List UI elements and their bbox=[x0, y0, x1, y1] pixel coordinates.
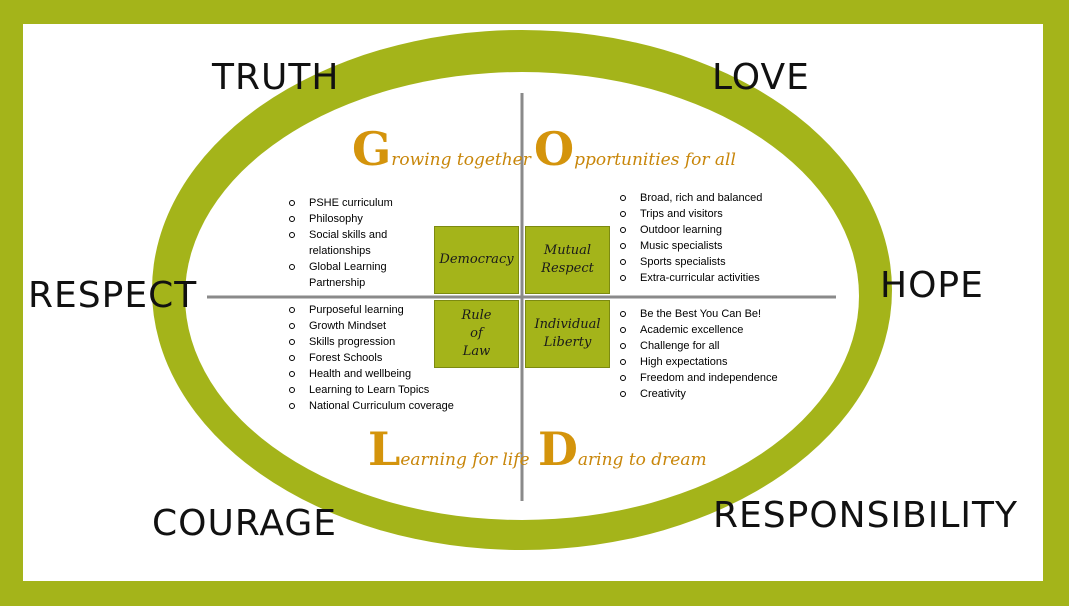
list-item: Philosophy bbox=[286, 211, 426, 227]
title-growing-together: G rowing together bbox=[352, 126, 531, 172]
title-text: earning for life bbox=[400, 450, 530, 470]
list-item: Trips and visitors bbox=[617, 206, 817, 222]
list-item: High expectations bbox=[617, 354, 817, 370]
list-item: Skills progression bbox=[286, 334, 486, 350]
list-item: Global Learning Partnership bbox=[286, 259, 426, 291]
value-respect: RESPECT bbox=[28, 275, 198, 316]
list-item: Outdoor learning bbox=[617, 222, 817, 238]
list-item: Forest Schools bbox=[286, 350, 486, 366]
box-label-line: Respect bbox=[541, 261, 594, 276]
title-initial: O bbox=[534, 122, 575, 176]
title-text: rowing together bbox=[391, 150, 531, 170]
value-love: LOVE bbox=[712, 57, 810, 98]
value-responsibility: RESPONSIBILITY bbox=[713, 495, 1019, 536]
value-courage: COURAGE bbox=[152, 503, 338, 544]
box-mutual-respect: Mutual Respect bbox=[525, 226, 610, 294]
box-label-line: of bbox=[470, 326, 483, 341]
list-item: PSHE curriculum bbox=[286, 195, 426, 211]
box-individual-liberty: Individual Liberty bbox=[525, 300, 610, 368]
box-rule-of-law: Rule of Law bbox=[434, 300, 519, 368]
title-text: aring to dream bbox=[577, 450, 707, 470]
value-hope: HOPE bbox=[880, 265, 984, 306]
list-item: Music specialists bbox=[617, 238, 817, 254]
list-item: Growth Mindset bbox=[286, 318, 486, 334]
list-item: Learning to Learn Topics bbox=[286, 382, 486, 398]
list-item: Be the Best You Can Be! bbox=[617, 306, 817, 322]
box-democracy: Democracy bbox=[434, 226, 519, 294]
title-daring-to-dream: D aring to dream bbox=[538, 426, 707, 472]
list-item: Social skills and relationships bbox=[286, 227, 426, 259]
box-label-line: Rule bbox=[461, 308, 492, 323]
list-item: Purposeful learning bbox=[286, 302, 486, 318]
list-item: Extra-curricular activities bbox=[617, 270, 817, 286]
box-label-line: Individual bbox=[534, 317, 601, 332]
title-text: pportunities for all bbox=[574, 150, 736, 170]
box-label-line: Mutual bbox=[543, 243, 592, 258]
list-item: Broad, rich and balanced bbox=[617, 190, 817, 206]
list-item: National Curriculum coverage bbox=[286, 398, 486, 414]
box-label: Democracy bbox=[439, 252, 514, 267]
list-item: Health and wellbeing bbox=[286, 366, 486, 382]
title-initial: D bbox=[538, 422, 578, 476]
list-item: Freedom and independence bbox=[617, 370, 817, 386]
list-item: Creativity bbox=[617, 386, 817, 402]
list-item: Challenge for all bbox=[617, 338, 817, 354]
title-initial: L bbox=[368, 422, 401, 476]
title-learning-for-life: L earning for life bbox=[368, 426, 530, 472]
value-truth: TRUTH bbox=[212, 57, 340, 98]
list-daring-to-dream: Be the Best You Can Be!Academic excellen… bbox=[617, 306, 817, 402]
list-item: Sports specialists bbox=[617, 254, 817, 270]
title-initial: G bbox=[352, 122, 392, 176]
box-label-line: Law bbox=[462, 344, 491, 359]
box-label-line: Liberty bbox=[543, 335, 592, 350]
title-opportunities-for-all: O pportunities for all bbox=[534, 126, 736, 172]
list-item: Academic excellence bbox=[617, 322, 817, 338]
